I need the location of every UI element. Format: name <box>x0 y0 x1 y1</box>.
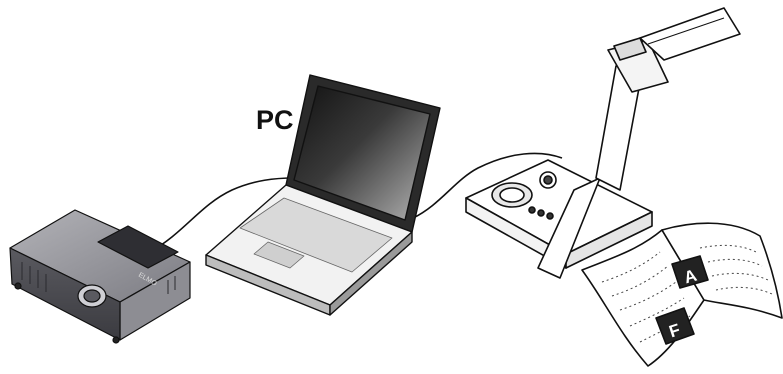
projector-icon: ELMO <box>10 210 190 343</box>
pc-label: PC <box>256 105 294 135</box>
laptop-icon <box>206 75 440 315</box>
